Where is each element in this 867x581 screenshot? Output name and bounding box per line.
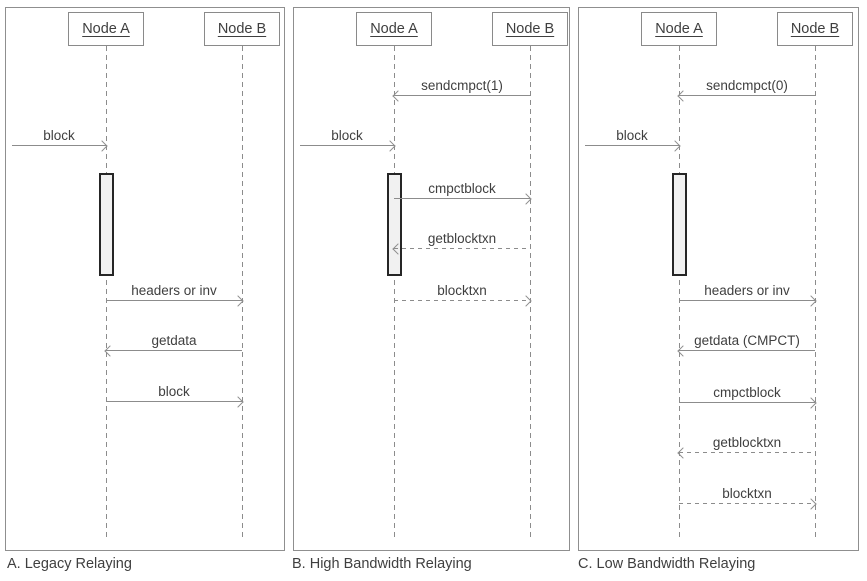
message-line [106, 300, 242, 301]
caption-high-bandwidth-relaying: B. High Bandwidth Relaying [292, 556, 472, 572]
message-getblocktxn: getblocktxn [677, 432, 815, 459]
message-label: getdata (CMPCT) [694, 333, 800, 348]
lifeline-node-b [242, 46, 243, 541]
message-line [679, 452, 815, 453]
message-label: block [158, 384, 190, 399]
node-b-label: Node B [505, 21, 555, 37]
message-getdata-cmpct: getdata (CMPCT) [677, 330, 815, 357]
message-block-incoming: block [585, 125, 681, 152]
message-line [679, 503, 815, 504]
message-headers-or-inv: headers or inv [679, 280, 817, 307]
message-label: getblocktxn [427, 231, 497, 246]
lifeline-node-b [815, 46, 816, 541]
message-label: blocktxn [437, 283, 487, 298]
message-label: block [331, 128, 363, 143]
node-a-label: Node A [370, 21, 418, 37]
message-line [679, 300, 815, 301]
message-line [106, 401, 242, 402]
node-a-box: Node A [641, 12, 717, 46]
node-a-box: Node A [68, 12, 144, 46]
node-b-label: Node B [217, 21, 267, 37]
message-label: cmpctblock [428, 181, 496, 196]
panel-low-bandwidth-relaying: Node A Node B sendcmpct(0) block headers… [578, 7, 859, 551]
lifeline-node-a [394, 46, 395, 541]
node-a-label: Node A [82, 21, 130, 37]
activation-bar-node-a [672, 173, 687, 276]
message-block-incoming: block [12, 125, 108, 152]
message-line [12, 145, 106, 146]
message-getblocktxn: getblocktxn [392, 228, 530, 255]
message-label: block [43, 128, 75, 143]
message-line [585, 145, 679, 146]
message-line [394, 198, 530, 199]
message-blocktxn: blocktxn [679, 483, 817, 510]
message-label: getblocktxn [712, 435, 782, 450]
message-headers-or-inv: headers or inv [106, 280, 244, 307]
node-b-box: Node B [777, 12, 853, 46]
message-line [394, 300, 530, 301]
node-a-label: Node A [655, 21, 703, 37]
message-label: block [616, 128, 648, 143]
message-label: blocktxn [722, 486, 772, 501]
message-line [394, 248, 530, 249]
node-b-label: Node B [790, 21, 840, 37]
caption-legacy-relaying: A. Legacy Relaying [7, 556, 132, 572]
message-label: headers or inv [131, 283, 217, 298]
message-line [679, 402, 815, 403]
panel-legacy-relaying: Node A Node B block headers or inv getda… [5, 7, 285, 551]
message-sendcmpct-1: sendcmpct(1) [392, 75, 530, 102]
message-line [679, 95, 815, 96]
message-block: block [106, 381, 244, 408]
message-label: sendcmpct(1) [421, 78, 503, 93]
message-cmpctblock: cmpctblock [679, 382, 817, 409]
node-b-box: Node B [204, 12, 280, 46]
message-label: sendcmpct(0) [706, 78, 788, 93]
lifeline-node-a [106, 46, 107, 541]
message-label: cmpctblock [713, 385, 781, 400]
message-line [300, 145, 394, 146]
message-blocktxn: blocktxn [394, 280, 532, 307]
message-label: headers or inv [704, 283, 790, 298]
node-b-box: Node B [492, 12, 568, 46]
message-line [679, 350, 815, 351]
lifeline-node-b [530, 46, 531, 541]
lifeline-node-a [679, 46, 680, 541]
caption-low-bandwidth-relaying: C. Low Bandwidth Relaying [578, 556, 756, 572]
message-getdata: getdata [104, 330, 242, 357]
message-cmpctblock: cmpctblock [394, 178, 532, 205]
message-block-incoming: block [300, 125, 396, 152]
panel-high-bandwidth-relaying: Node A Node B sendcmpct(1) block cmpctbl… [293, 7, 570, 551]
message-sendcmpct-0: sendcmpct(0) [677, 75, 815, 102]
message-label: getdata [151, 333, 197, 348]
message-line [106, 350, 242, 351]
activation-bar-node-a [99, 173, 114, 276]
node-a-box: Node A [356, 12, 432, 46]
message-line [394, 95, 530, 96]
